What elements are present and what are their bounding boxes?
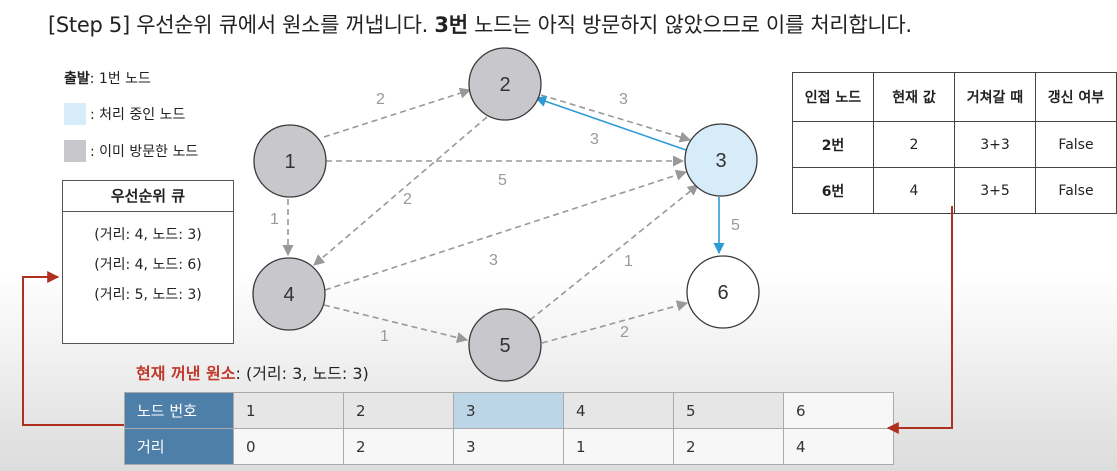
node-label-2: 2 [499, 74, 510, 96]
current-element-value: : (거리: 3, 노드: 3) [235, 364, 369, 383]
node-label-4: 4 [283, 284, 294, 306]
node-3 [684, 123, 758, 197]
edge-4-3 [324, 169, 688, 291]
edge-label-5-6: 2 [620, 324, 629, 341]
node-4 [252, 257, 326, 331]
distance-node-row: 노드 번호 1 2 3 4 5 6 [124, 392, 894, 429]
adjacency-cell: 2 [873, 121, 955, 168]
distance-node-cell: 3 [453, 392, 564, 429]
distance-node-cell: 4 [563, 392, 674, 429]
edge-label-1-4: 1 [270, 211, 279, 228]
adjacency-header: 갱신 여부 [1035, 72, 1117, 122]
edge-2-4 [313, 116, 488, 266]
node-6 [686, 255, 760, 329]
node-1 [253, 124, 327, 198]
distance-value-cell: 2 [343, 428, 454, 465]
adjacency-header: 현재 값 [873, 72, 955, 122]
legend-start-text: : 1번 노드 [89, 71, 151, 87]
legend-processing: : 처리 중인 노드 [64, 103, 185, 125]
adjacency-header-row: 인접 노드 현재 값 거쳐갈 때 갱신 여부 [792, 72, 1117, 122]
edge-label-1-2: 2 [376, 91, 385, 108]
adjacency-header: 인접 노드 [792, 72, 874, 122]
distance-value-cell: 4 [783, 428, 894, 465]
edge-label-5-3: 1 [624, 253, 633, 270]
distance-value-cell: 2 [673, 428, 784, 465]
adjacency-cell: 2번 [792, 121, 874, 168]
adjacency-cell: False [1035, 167, 1117, 214]
adjacency-cell: 6번 [792, 167, 874, 214]
distance-row-header: 거리 [124, 428, 234, 465]
node-label-6: 6 [717, 282, 728, 304]
legend-visited-text: : 이미 방문한 노드 [90, 144, 199, 160]
step-text-1: 우선순위 큐에서 원소를 꺼냅니다. [136, 13, 429, 37]
node-5 [468, 308, 542, 382]
current-element: 현재 꺼낸 원소: (거리: 3, 노드: 3) [136, 360, 369, 384]
node-2 [468, 47, 542, 121]
step-text-2: 노드는 아직 방문하지 않았으므로 이를 처리합니다. [474, 13, 912, 37]
distance-value-row: 거리 0 2 3 1 2 4 [124, 428, 894, 465]
edge-label-1-3: 5 [498, 172, 507, 189]
legend-start-label: 출발 [64, 71, 90, 87]
edge-5-6 [541, 300, 689, 344]
step-highlight: 3번 [434, 13, 468, 37]
step-title: [Step 5] 우선순위 큐에서 원소를 꺼냅니다. 3번 노드는 아직 방문… [48, 9, 912, 39]
distance-node-cell: 1 [233, 392, 344, 429]
distance-table: 노드 번호 1 2 3 4 5 6 거리 0 2 3 1 2 4 [124, 392, 894, 465]
edge-label-2-4: 2 [403, 191, 412, 208]
edge-label-2-3: 3 [619, 91, 628, 108]
priority-queue-item: (거리: 4, 노드: 3) [94, 227, 202, 243]
edge-3-2-active [534, 96, 687, 151]
edge-2-3 [540, 94, 692, 143]
priority-queue-item: (거리: 4, 노드: 6) [94, 257, 202, 273]
adjacency-cell: 3+5 [954, 167, 1036, 214]
distance-node-cell: 5 [673, 392, 784, 429]
edge-label-4-3: 3 [489, 252, 498, 269]
current-element-label: 현재 꺼낸 원소 [136, 364, 236, 383]
legend-visited: : 이미 방문한 노드 [64, 140, 198, 162]
legend-processing-text: : 처리 중인 노드 [90, 107, 186, 123]
node-label-3: 3 [715, 150, 726, 172]
node-label-1: 1 [284, 151, 295, 173]
distance-node-cell: 2 [343, 392, 454, 429]
distance-row-header: 노드 번호 [124, 392, 234, 429]
edge-label-3-2: 3 [590, 131, 599, 148]
priority-queue-title: 우선순위 큐 [63, 181, 233, 212]
adjacency-header: 거쳐갈 때 [954, 72, 1036, 122]
distance-value-cell: 3 [453, 428, 564, 465]
node-label-5: 5 [499, 335, 510, 357]
adjacency-cell: 4 [873, 167, 955, 214]
adjacency-cell: False [1035, 121, 1117, 168]
distance-value-cell: 0 [233, 428, 344, 465]
distance-node-cell: 6 [783, 392, 894, 429]
adjacency-table: 인접 노드 현재 값 거쳐갈 때 갱신 여부 2번 2 3+3 False 6번… [792, 72, 1117, 214]
legend-start: 출발: 1번 노드 [64, 68, 151, 88]
legend-processing-swatch [64, 103, 86, 125]
edge-4-5 [323, 304, 469, 344]
adjacency-row: 2번 2 3+3 False [792, 121, 1117, 168]
edge-label-4-5: 1 [380, 328, 389, 345]
step-label: [Step 5] [48, 13, 130, 37]
edge-5-3 [529, 184, 699, 321]
edge-1-2 [323, 87, 472, 138]
distance-value-cell: 1 [563, 428, 674, 465]
adjacency-row: 6번 4 3+5 False [792, 167, 1117, 214]
adjacency-cell: 3+3 [954, 121, 1036, 168]
legend-visited-swatch [64, 140, 86, 162]
edge-label-3-6: 5 [731, 217, 740, 234]
